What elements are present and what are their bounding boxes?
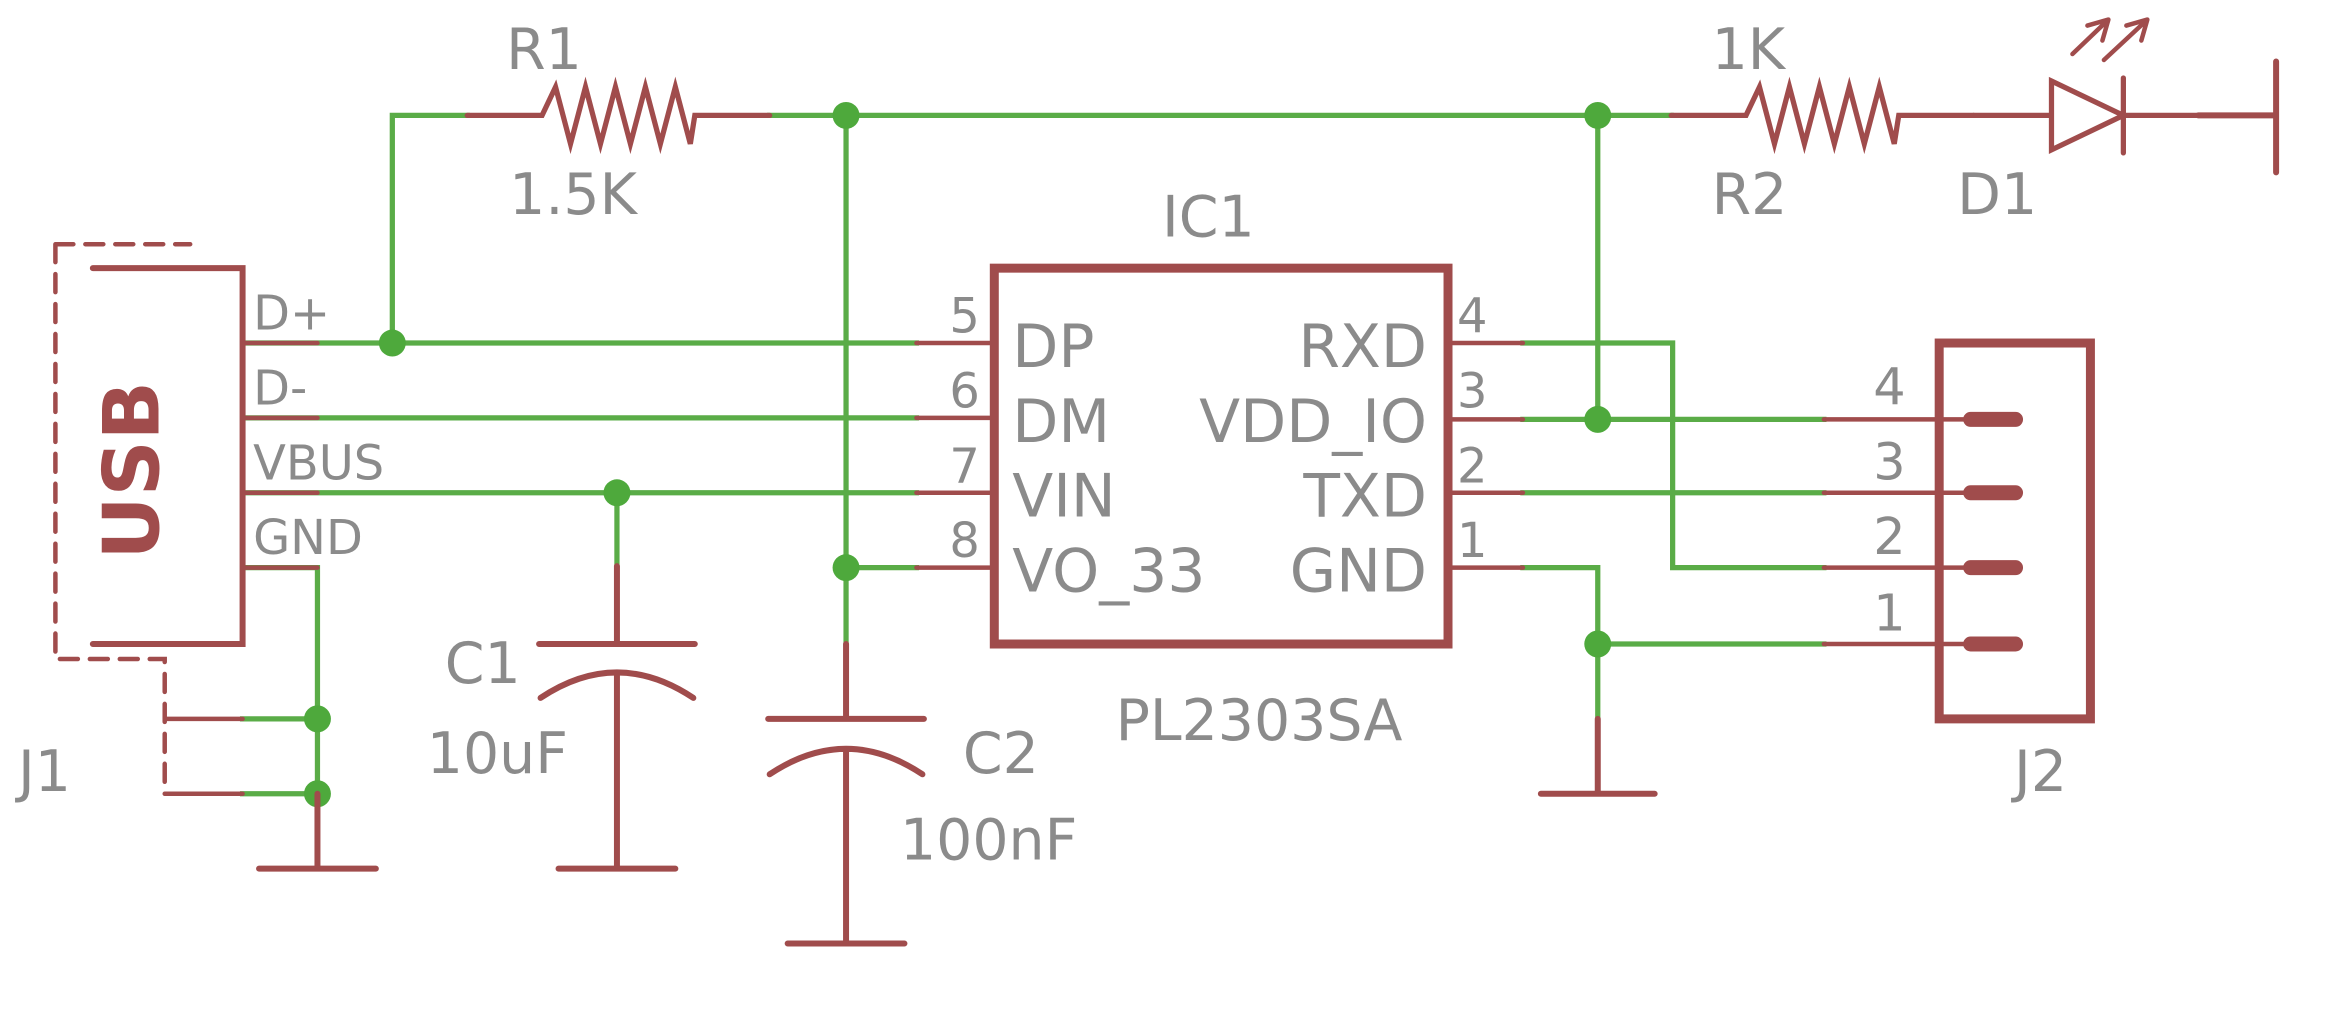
d1-ref: D1	[1957, 162, 2037, 228]
ground-symbol	[256, 790, 379, 872]
ic1-pin-name: DM	[1012, 387, 1110, 457]
ic1-pin-num: 8	[949, 514, 979, 569]
c1-ref: C1	[445, 631, 521, 697]
c1-value: 10uF	[427, 721, 568, 787]
j2-pin-num: 3	[1873, 433, 1905, 492]
ic1-pin-name: TXD	[1302, 462, 1427, 532]
usb-body-label: USB	[88, 381, 178, 560]
junction-dot	[378, 329, 406, 357]
wire-gnd-ic	[1520, 565, 1601, 722]
capacitor-c1: C1 10uF	[427, 563, 698, 872]
ic1-pin-name: RXD	[1298, 312, 1427, 382]
j1-pin-gnd: GND	[253, 511, 363, 566]
j1-pin-dplus: D+	[253, 287, 330, 342]
j2-pin-num: 1	[1873, 585, 1905, 644]
junctions	[303, 101, 1612, 808]
j1-pin-dminus: D-	[253, 361, 307, 416]
ic1-pin-num: 6	[949, 364, 979, 419]
ic-pl2303sa: IC1 PL2303SA 5 6 7 8 DP DM VIN VO_33 4 3…	[914, 185, 1526, 754]
ic1-pin-name: DP	[1012, 312, 1094, 382]
j2-pin-num: 4	[1873, 358, 1905, 417]
junction-dot	[1584, 405, 1612, 433]
j2-pin-num: 2	[1873, 508, 1905, 567]
c2-ref: C2	[963, 721, 1039, 787]
j2-ref: J2	[2011, 739, 2067, 805]
led-light-arrows	[2070, 17, 2150, 63]
r2-ref: R2	[1712, 162, 1788, 228]
ic1-value: PL2303SA	[1116, 688, 1403, 754]
ic1-pin-num: 5	[949, 290, 979, 345]
header-j2: 4 3 2 1 J2	[1821, 338, 2095, 805]
capacitor-c2: C2 100nF	[765, 641, 1077, 947]
ic1-pin-num: 3	[1457, 364, 1487, 419]
ic1-pin-num: 4	[1457, 290, 1487, 345]
junction-dot	[1584, 630, 1612, 658]
wire-rxd-j2	[1520, 340, 1827, 571]
resistor-r2: 1K R2	[1668, 17, 1977, 228]
junction-dot	[832, 554, 860, 582]
j1-ref: J1	[15, 739, 71, 805]
ic1-pin-name: VDD_IO	[1199, 387, 1427, 457]
junction-dot	[832, 101, 860, 129]
led-d1: D1	[1957, 17, 2280, 228]
resistor-r1: R1 1.5K	[464, 17, 773, 228]
j1-pin-vbus: VBUS	[253, 436, 384, 491]
ic1-pin-num: 1	[1457, 514, 1487, 569]
ic1-pin-num: 7	[949, 439, 979, 494]
junction-dot	[1584, 101, 1612, 129]
ic1-pin-num: 2	[1457, 439, 1487, 494]
junction-dot	[303, 705, 331, 733]
ic1-pin-name: VO_33	[1012, 537, 1205, 607]
c2-value: 100nF	[900, 808, 1077, 874]
junction-dot	[603, 479, 631, 507]
ic1-pin-name: VIN	[1012, 462, 1115, 532]
r1-value: 1.5K	[509, 162, 638, 228]
ground-symbol	[1537, 715, 1658, 797]
wire-gnd-j1	[239, 565, 321, 797]
r1-ref: R1	[506, 17, 582, 83]
usb-connector-j1: USB D+ D- VBUS GND J1	[15, 241, 384, 872]
ic1-ref: IC1	[1162, 185, 1255, 251]
ic1-pin-name: GND	[1290, 537, 1427, 607]
r2-value: 1K	[1712, 17, 1787, 83]
